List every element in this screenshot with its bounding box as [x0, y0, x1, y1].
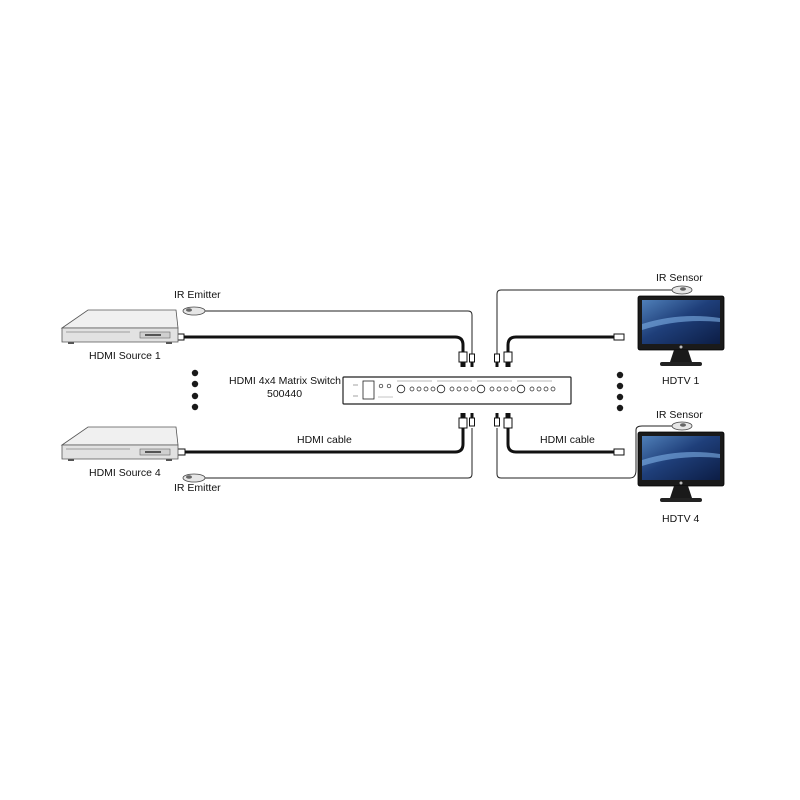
hdmi-plug-icon — [613, 333, 625, 341]
hdmi-source-1-device — [60, 309, 179, 344]
hdmi-source-1-label: HDMI Source 1 — [89, 350, 161, 362]
hdtv-4-monitor — [637, 431, 725, 502]
hdmi-source-4-label: HDMI Source 4 — [89, 467, 161, 479]
ir-plug-icon — [494, 353, 500, 367]
switch-title-label: HDMI 4x4 Matrix Switch — [229, 375, 341, 387]
hdmi-cable-right-label: HDMI cable — [540, 434, 595, 446]
ir-emitter-top-label: IR Emitter — [174, 289, 221, 301]
ir-sensor-icon — [671, 285, 693, 295]
hdmi-cable-hdtv-4 — [506, 426, 617, 454]
hdmi-plug-icon — [458, 413, 468, 429]
vertical-ellipsis-icon — [191, 369, 199, 411]
hdmi-plug-icon — [458, 351, 468, 367]
hdmi-cable-source-4 — [181, 426, 465, 454]
ir-emitter-cable-top — [205, 310, 473, 355]
ir-emitter-icon — [182, 306, 206, 316]
hdtv-1-monitor — [637, 295, 725, 366]
hdmi-plug-icon — [503, 413, 513, 429]
ir-emitter-cable-bottom — [205, 428, 473, 479]
switch-output-group — [516, 380, 556, 394]
ir-plug-icon — [469, 413, 475, 427]
switch-output-group — [476, 380, 516, 394]
switch-output-group — [396, 380, 436, 394]
hdmi-cable-left-label: HDMI cable — [297, 434, 352, 446]
ir-sensor-cable-top — [496, 289, 672, 355]
hdmi-cable-source-1 — [180, 335, 465, 357]
vertical-ellipsis-icon — [616, 371, 624, 412]
ir-plug-icon — [494, 413, 500, 427]
hdmi-cable-hdtv-1 — [506, 335, 617, 357]
switch-output-group — [436, 380, 476, 394]
matrix-switch-device — [342, 376, 572, 405]
hdmi-plug-icon — [503, 351, 513, 367]
ir-sensor-bottom-label: IR Sensor — [656, 409, 703, 421]
ir-plug-icon — [469, 353, 475, 367]
hdtv-1-label: HDTV 1 — [662, 375, 700, 387]
ir-sensor-icon — [671, 421, 693, 431]
hdmi-plug-icon — [613, 448, 625, 456]
ir-emitter-icon — [182, 473, 206, 483]
ir-sensor-top-label: IR Sensor — [656, 272, 703, 284]
hdmi-source-4-device — [60, 426, 179, 461]
switch-model-label: 500440 — [267, 388, 302, 400]
hdtv-4-label: HDTV 4 — [662, 513, 700, 525]
ir-emitter-bottom-label: IR Emitter — [174, 482, 221, 494]
ir-sensor-cable-bottom — [496, 425, 672, 479]
